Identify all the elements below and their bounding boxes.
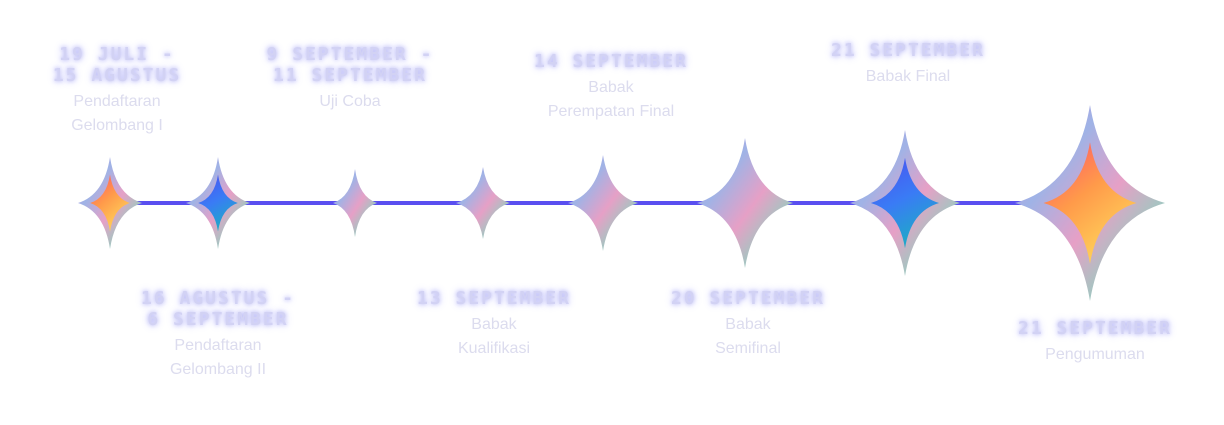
event-6: 20 SEPTEMBER Babak Semifinal (671, 288, 825, 361)
star-marker-icon (78, 157, 142, 249)
event-date: 19 JULI - 15 AGUSTUS (52, 44, 182, 86)
star-marker-icon (186, 157, 250, 249)
event-3: 9 SEPTEMBER - 11 SEPTEMBER Uji Coba (267, 44, 434, 114)
event-description: Babak Kualifikasi (457, 316, 531, 357)
event-2: 16 AGUSTUS - 6 SEPTEMBER Pendaftaran Gel… (141, 288, 295, 382)
event-4: 13 SEPTEMBER Babak Kualifikasi (417, 288, 571, 361)
event-8: 21 SEPTEMBER Pengumuman (1018, 318, 1172, 367)
event-date: 20 SEPTEMBER (670, 288, 826, 309)
star-marker-icon (1015, 105, 1165, 301)
event-description: Pendaftaran Gelombang II (169, 337, 267, 378)
event-description: Babak Perempatan Final (547, 79, 675, 120)
star-marker-icon (697, 138, 793, 268)
event-date: 21 SEPTEMBER (830, 40, 986, 61)
event-description: Babak Final (865, 68, 951, 85)
star-marker-icon (568, 155, 638, 251)
event-date: 16 AGUSTUS - 6 SEPTEMBER (140, 288, 296, 330)
event-description: Babak Semifinal (715, 316, 781, 357)
event-description: Pengumuman (1045, 346, 1145, 363)
event-7: 21 SEPTEMBER Babak Final (831, 40, 985, 89)
event-date: 21 SEPTEMBER (1017, 318, 1173, 339)
star-marker-icon (333, 169, 377, 237)
star-marker-icon (850, 130, 960, 276)
star-marker-icon (456, 167, 510, 239)
event-description: Uji Coba (319, 93, 381, 110)
event-date: 13 SEPTEMBER (416, 288, 572, 309)
event-5: 14 SEPTEMBER Babak Perempatan Final (534, 51, 688, 124)
event-description: Pendaftaran Gelombang I (71, 93, 163, 134)
event-1: 19 JULI - 15 AGUSTUS Pendaftaran Gelomba… (53, 44, 181, 138)
event-date: 14 SEPTEMBER (533, 51, 689, 72)
event-date: 9 SEPTEMBER - 11 SEPTEMBER (266, 44, 434, 86)
